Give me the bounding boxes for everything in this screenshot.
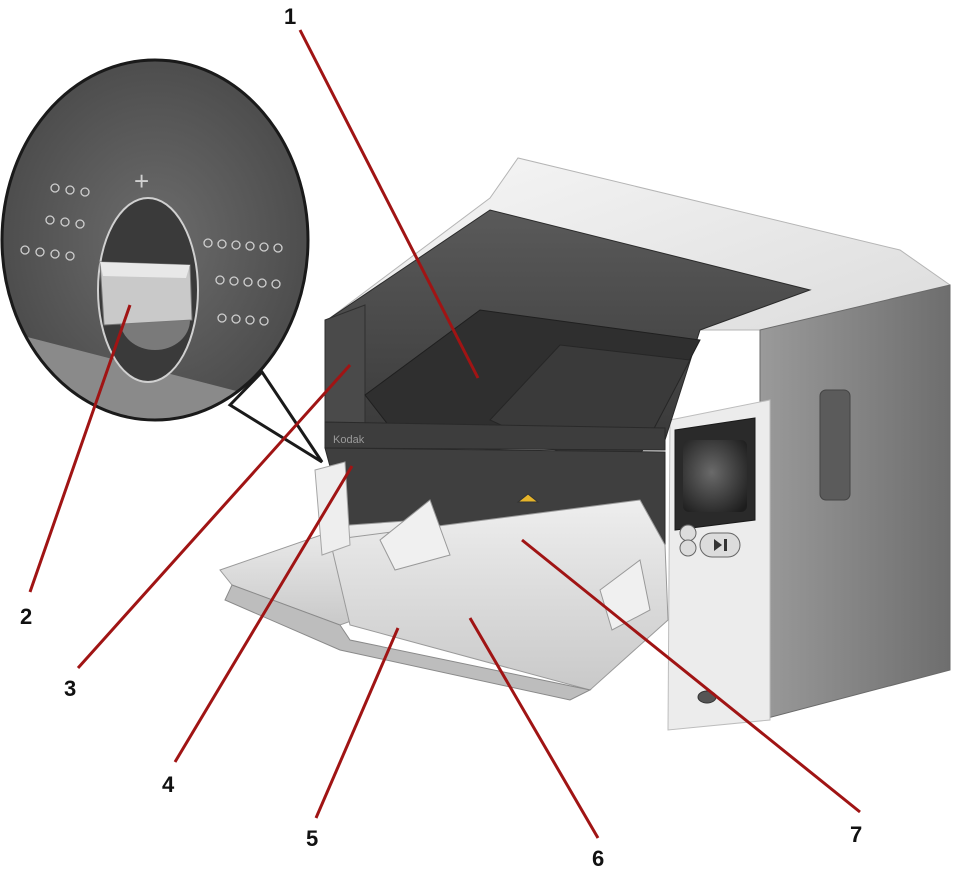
magnified-inset: + bbox=[0, 58, 324, 464]
leader-line-5 bbox=[314, 627, 400, 819]
callout-4: 4 bbox=[162, 772, 175, 797]
leader-line-4 bbox=[173, 465, 354, 763]
leader-line-1 bbox=[298, 29, 480, 379]
dot-pattern-left bbox=[20, 183, 90, 261]
side-handle bbox=[819, 389, 851, 501]
callout-1: 1 bbox=[284, 4, 296, 29]
dot-pattern-right bbox=[203, 238, 283, 326]
back-button bbox=[679, 539, 697, 557]
leader-line-7 bbox=[521, 538, 861, 814]
touchscreen bbox=[683, 440, 747, 512]
leader-line-2 bbox=[28, 304, 132, 593]
brand-logo: Kodak bbox=[333, 434, 365, 446]
ok-button bbox=[679, 524, 697, 542]
callout-7: 7 bbox=[850, 822, 862, 847]
leader-line-6 bbox=[468, 617, 600, 839]
leader-line-3 bbox=[76, 363, 352, 670]
magnifier-pointer bbox=[227, 369, 324, 464]
control-panel bbox=[674, 417, 756, 558]
scanner-body: Kodak bbox=[324, 157, 951, 731]
plus-mark: + bbox=[134, 166, 149, 196]
scanner-front-strip bbox=[324, 421, 666, 451]
leader-lines bbox=[28, 29, 861, 839]
callout-3: 3 bbox=[64, 676, 76, 701]
scanner-right-side bbox=[759, 284, 951, 721]
callout-numbers: 1 2 3 4 5 6 7 bbox=[20, 4, 862, 871]
callout-5: 5 bbox=[306, 826, 318, 851]
callout-2: 2 bbox=[20, 604, 32, 629]
input-tray-front-edge bbox=[224, 584, 592, 701]
side-guide-left bbox=[379, 499, 451, 571]
callout-6: 6 bbox=[592, 846, 604, 871]
